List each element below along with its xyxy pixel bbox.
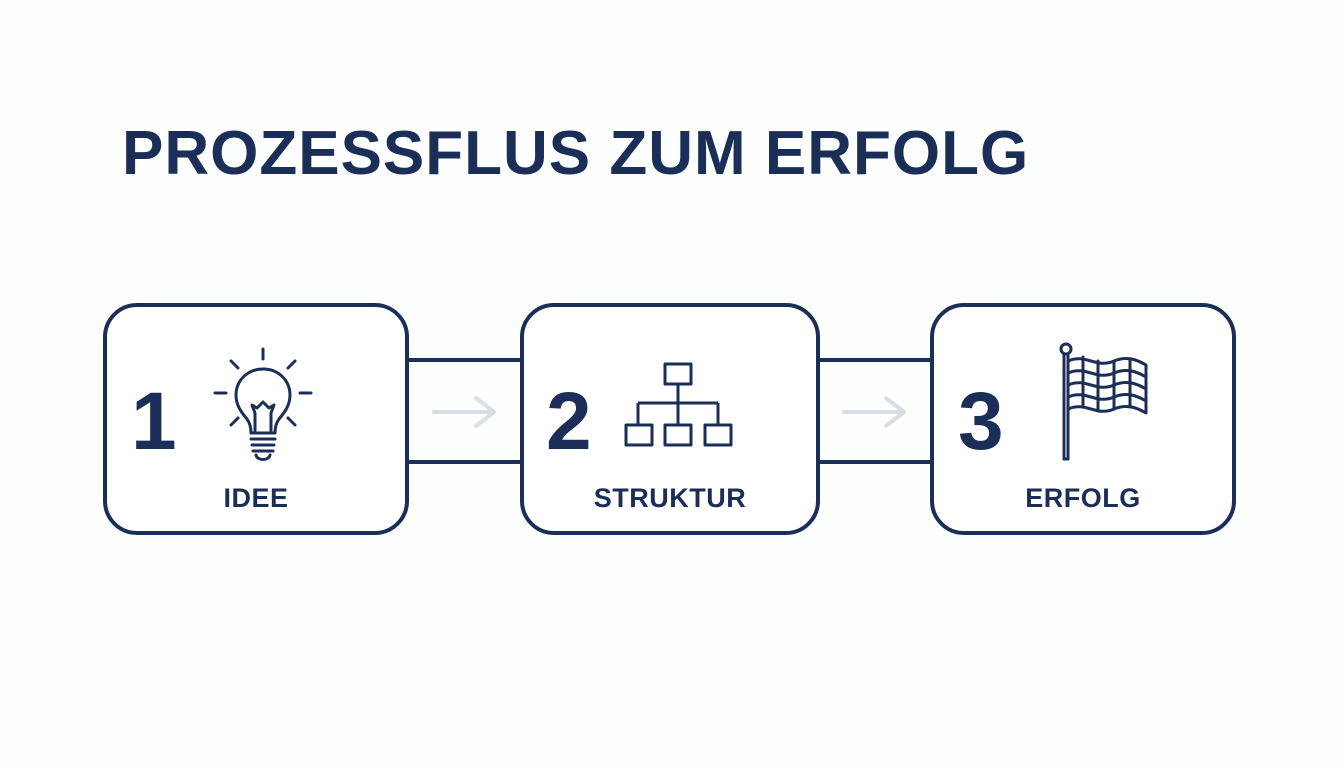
step-number: 3 bbox=[958, 376, 1004, 467]
arrow-right-icon bbox=[842, 396, 906, 428]
step-idee: 1 IDEE bbox=[103, 303, 409, 535]
step-label: IDEE bbox=[223, 483, 289, 513]
step-number: 2 bbox=[546, 376, 592, 467]
hierarchy-icon bbox=[624, 362, 733, 447]
step-erfolg: 3 ERFOLG bbox=[930, 303, 1236, 535]
connector-1-2 bbox=[408, 358, 522, 464]
step-label: STRUKTUR bbox=[593, 483, 747, 513]
diagram-title: PROZESSFLUS ZUM ERFOLG bbox=[122, 119, 1030, 188]
connector-2-3 bbox=[818, 358, 932, 464]
arrow-right-icon bbox=[432, 396, 496, 428]
step-struktur: 2 STRUKTUR bbox=[520, 303, 820, 535]
step-number: 1 bbox=[131, 376, 177, 467]
lightbulb-icon bbox=[213, 347, 313, 461]
checkered-flag-icon bbox=[1059, 342, 1148, 461]
step-label: ERFOLG bbox=[1025, 483, 1141, 513]
